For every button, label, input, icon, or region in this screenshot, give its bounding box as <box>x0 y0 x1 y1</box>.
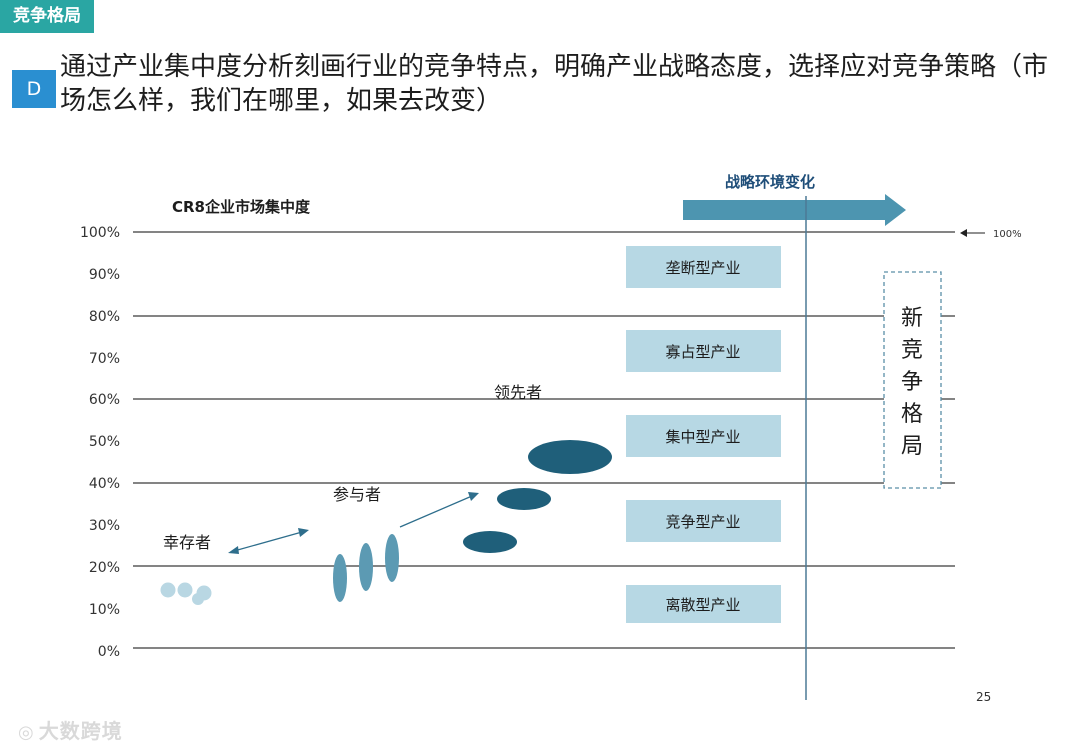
industry-box-oligopoly <box>626 330 781 372</box>
survivor-label: 幸存者 <box>163 533 211 552</box>
y-tick-label: 80% <box>89 309 120 325</box>
y-tick-label: 90% <box>89 267 120 283</box>
page-number: 25 <box>976 690 992 704</box>
max-pointer-arrowhead <box>960 229 967 237</box>
max-pointer-label: 100% <box>993 229 1022 240</box>
new-landscape-char: 新 <box>901 306 923 331</box>
new-landscape-char: 竞 <box>901 338 923 363</box>
industry-box-label: 集中型产业 <box>665 428 740 446</box>
new-landscape-box <box>883 271 942 489</box>
strategic-change-arrow <box>683 194 906 226</box>
y-tick-label: 30% <box>89 518 120 534</box>
y-tick-label: 0% <box>98 644 120 660</box>
y-tick-label: 70% <box>89 351 120 367</box>
watermark: ◎大数跨境 <box>18 715 123 744</box>
arrow-label: 战略环境变化 <box>725 173 815 191</box>
new-landscape-char: 争 <box>901 370 923 395</box>
y-tick-label: 50% <box>89 434 120 450</box>
y-axis-title: CR8企业市场集中度 <box>172 198 311 216</box>
survivor-dot <box>192 593 204 605</box>
participant-ellipse <box>385 534 399 582</box>
watermark-text: 大数跨境 <box>38 719 123 743</box>
page-headline: 通过产业集中度分析刻画行业的竞争特点，明确产业战略态度，选择应对竞争策略（市场怎… <box>60 52 1049 116</box>
leader-label: 领先者 <box>494 383 542 402</box>
industry-box-concentrated <box>626 415 781 457</box>
section-badge: D <box>12 70 56 108</box>
survivor-dot <box>177 582 193 598</box>
industry-box-fragmented <box>626 585 781 623</box>
participant-leader-arrow <box>399 495 473 528</box>
participant-label: 参与者 <box>333 485 381 504</box>
new-landscape-char: 格 <box>901 402 923 427</box>
industry-box-competitive <box>626 500 781 542</box>
arrowhead <box>298 528 309 537</box>
leader-ellipse <box>463 531 517 553</box>
leader-ellipse <box>497 488 551 510</box>
leader-ellipse <box>528 440 612 474</box>
participant-ellipse <box>333 554 347 602</box>
survivor-dot <box>160 582 176 598</box>
y-tick-label: 10% <box>89 602 120 618</box>
industry-box-label: 离散型产业 <box>665 596 740 614</box>
section-tag: 竞争格局 <box>0 0 94 33</box>
new-landscape-char: 局 <box>901 434 923 459</box>
arrowhead <box>228 546 239 554</box>
participant-ellipse <box>359 543 373 591</box>
industry-box-label: 竞争型产业 <box>665 513 740 531</box>
arrowhead <box>468 492 479 501</box>
survivor-participant-arrow <box>233 531 303 552</box>
industry-box-monopoly <box>626 246 781 288</box>
industry-box-label: 垄断型产业 <box>665 259 740 277</box>
industry-box-label: 寡占型产业 <box>665 343 740 361</box>
y-tick-label: 60% <box>89 392 120 408</box>
watermark-logo-icon: ◎ <box>18 722 35 743</box>
y-tick-label: 100% <box>80 225 120 241</box>
y-tick-label: 20% <box>89 560 120 576</box>
y-tick-label: 40% <box>89 476 120 492</box>
